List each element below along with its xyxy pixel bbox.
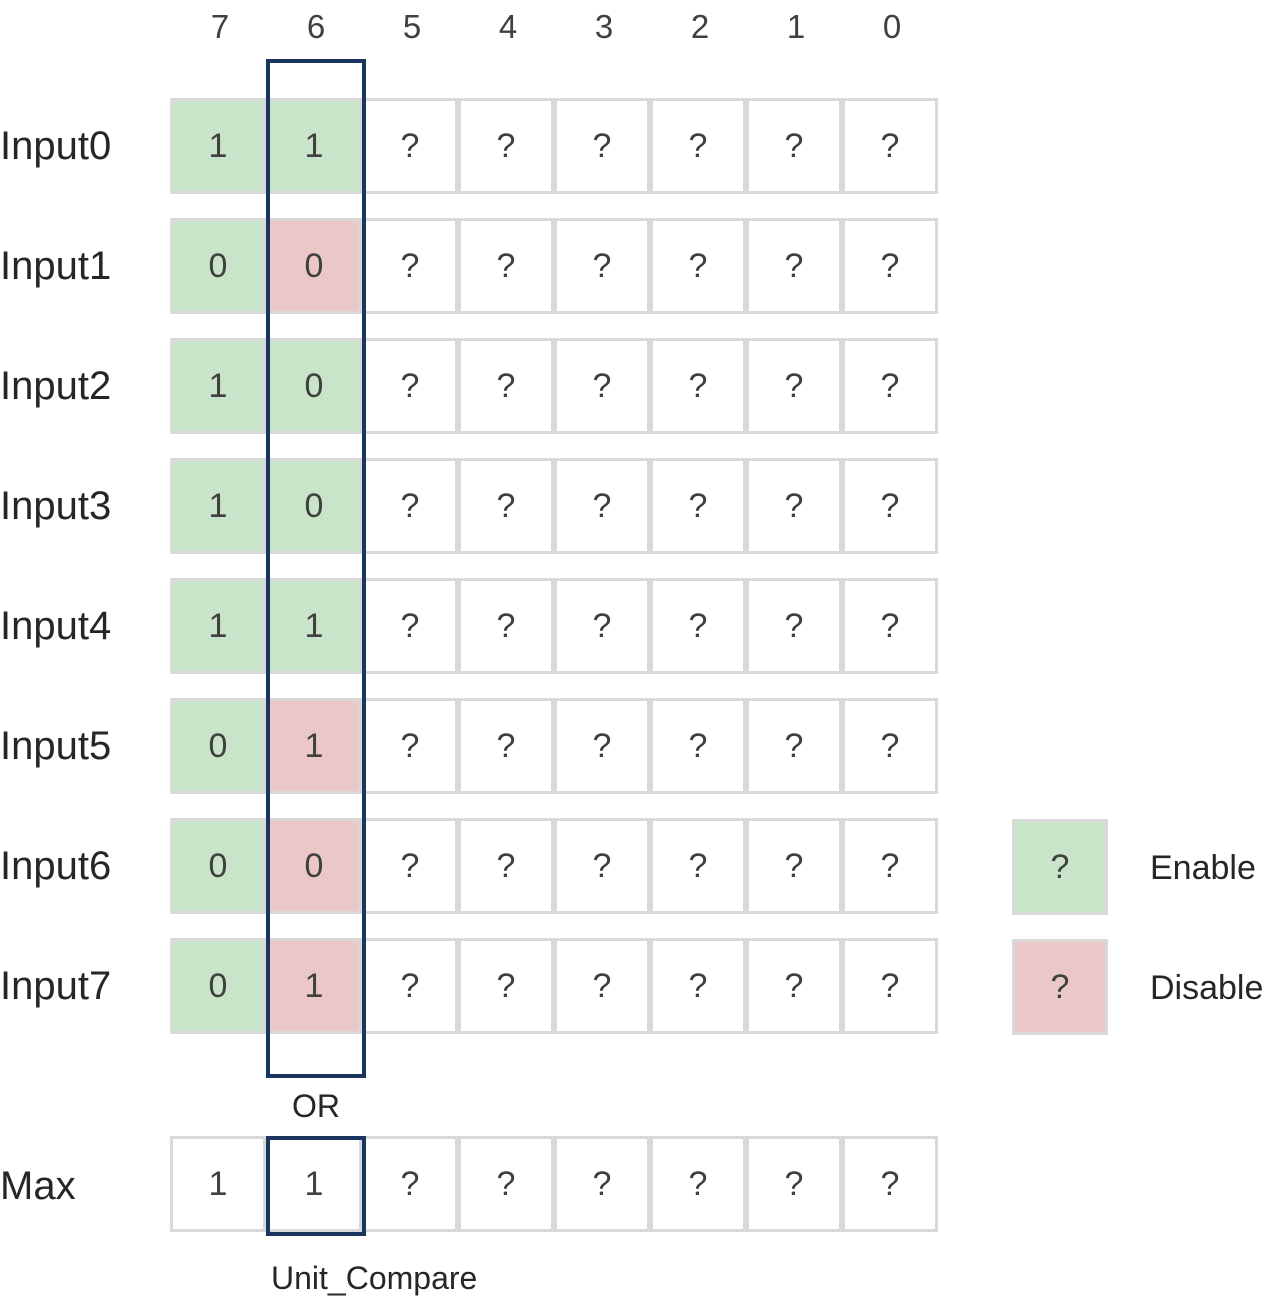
bit-cell: 0: [170, 818, 266, 914]
bit-cell: ?: [746, 338, 842, 434]
max-bit-cell: 1: [266, 1136, 362, 1232]
max-bit-cell: ?: [746, 1136, 842, 1232]
row-label-input1: Input1: [0, 244, 112, 288]
bit-cell: ?: [458, 458, 554, 554]
bit-cell: ?: [842, 578, 938, 674]
bit-cell: 1: [266, 578, 362, 674]
bit-cell: ?: [458, 218, 554, 314]
max-bit-cell: ?: [842, 1136, 938, 1232]
row-label-input2: Input2: [0, 364, 112, 408]
bit-header-5: 5: [402, 8, 422, 45]
legend-disable-label: Disable: [1150, 969, 1264, 1007]
bit-cell: ?: [746, 938, 842, 1034]
unit-compare-label: Unit_Compare: [271, 1260, 478, 1296]
bit-cell: ?: [842, 98, 938, 194]
bit-cell: 0: [266, 818, 362, 914]
bit-cell: ?: [842, 818, 938, 914]
bit-cell: ?: [554, 938, 650, 1034]
bit-cell: ?: [458, 338, 554, 434]
bit-cell: 1: [266, 698, 362, 794]
bit-cell: ?: [554, 338, 650, 434]
bit-cell: ?: [458, 98, 554, 194]
bit-cell: ?: [362, 578, 458, 674]
bit-cell: 0: [170, 698, 266, 794]
bit-cell: 1: [170, 338, 266, 434]
bit-cell: ?: [746, 458, 842, 554]
max-bit-cell: ?: [650, 1136, 746, 1232]
max-bit-cell: 1: [170, 1136, 266, 1232]
max-bit-cell: ?: [458, 1136, 554, 1232]
bit-cell: ?: [458, 578, 554, 674]
bit-cell: 1: [266, 98, 362, 194]
row-label-input0: Input0: [0, 124, 112, 168]
bit-cell: ?: [554, 218, 650, 314]
bit-cell: ?: [554, 578, 650, 674]
max-bit-cell: ?: [554, 1136, 650, 1232]
bit-cell: 0: [266, 458, 362, 554]
legend-enable-swatch: ?: [1012, 819, 1108, 915]
bit-cell: ?: [554, 818, 650, 914]
bit-cell: ?: [746, 218, 842, 314]
bit-cell: ?: [746, 698, 842, 794]
or-label: OR: [292, 1088, 340, 1124]
bit-cell: 1: [170, 578, 266, 674]
bit-cell: ?: [842, 458, 938, 554]
bit-cell: ?: [362, 938, 458, 1034]
bit-cell: 0: [170, 218, 266, 314]
bit-cell: ?: [554, 98, 650, 194]
bit-cell: ?: [362, 98, 458, 194]
bit-cell: 0: [266, 218, 362, 314]
row-label-input5: Input5: [0, 724, 112, 768]
row-label-input4: Input4: [0, 604, 112, 648]
row-label-input3: Input3: [0, 484, 112, 528]
bit-cell: ?: [650, 938, 746, 1034]
bit-cell: ?: [362, 698, 458, 794]
bit-cell: ?: [650, 578, 746, 674]
legend-disable-swatch: ?: [1012, 939, 1108, 1035]
bit-cell: ?: [554, 458, 650, 554]
bit-header-7: 7: [210, 8, 230, 45]
bit-cell: ?: [842, 218, 938, 314]
bit-cell: ?: [650, 218, 746, 314]
bit-cell: ?: [362, 338, 458, 434]
max-bit-cell: ?: [362, 1136, 458, 1232]
bit-cell: ?: [458, 938, 554, 1034]
bit-header-6: 6: [306, 8, 326, 45]
row-label-input7: Input7: [0, 964, 112, 1008]
bit-header-2: 2: [690, 8, 710, 45]
bit-cell: ?: [650, 98, 746, 194]
bit-cell: ?: [746, 578, 842, 674]
bit-cell: ?: [362, 218, 458, 314]
bit-cell: 0: [170, 938, 266, 1034]
row-label-input6: Input6: [0, 844, 112, 888]
bit-header-3: 3: [594, 8, 614, 45]
bit-cell: ?: [842, 338, 938, 434]
bit-cell: ?: [362, 458, 458, 554]
bit-cell: 1: [170, 458, 266, 554]
bit-cell: 1: [266, 938, 362, 1034]
bit-cell: ?: [842, 698, 938, 794]
bit-cell: ?: [554, 698, 650, 794]
bit-cell: ?: [842, 938, 938, 1034]
bit-cell: ?: [650, 458, 746, 554]
bit-cell: ?: [746, 818, 842, 914]
bit-cell: ?: [650, 338, 746, 434]
bit-header-0: 0: [882, 8, 902, 45]
bit-cell: 1: [170, 98, 266, 194]
bit-cell: ?: [650, 818, 746, 914]
legend-enable-label: Enable: [1150, 849, 1256, 887]
bit6-column-highlight: [266, 59, 366, 1078]
bit-header-4: 4: [498, 8, 518, 45]
max-row-label: Max: [0, 1164, 76, 1208]
bit-cell: ?: [458, 698, 554, 794]
bit-cell: ?: [650, 698, 746, 794]
bit-cell: ?: [746, 98, 842, 194]
bit-header-1: 1: [786, 8, 806, 45]
bit-cell: ?: [458, 818, 554, 914]
bit-cell: ?: [362, 818, 458, 914]
bit-cell: 0: [266, 338, 362, 434]
